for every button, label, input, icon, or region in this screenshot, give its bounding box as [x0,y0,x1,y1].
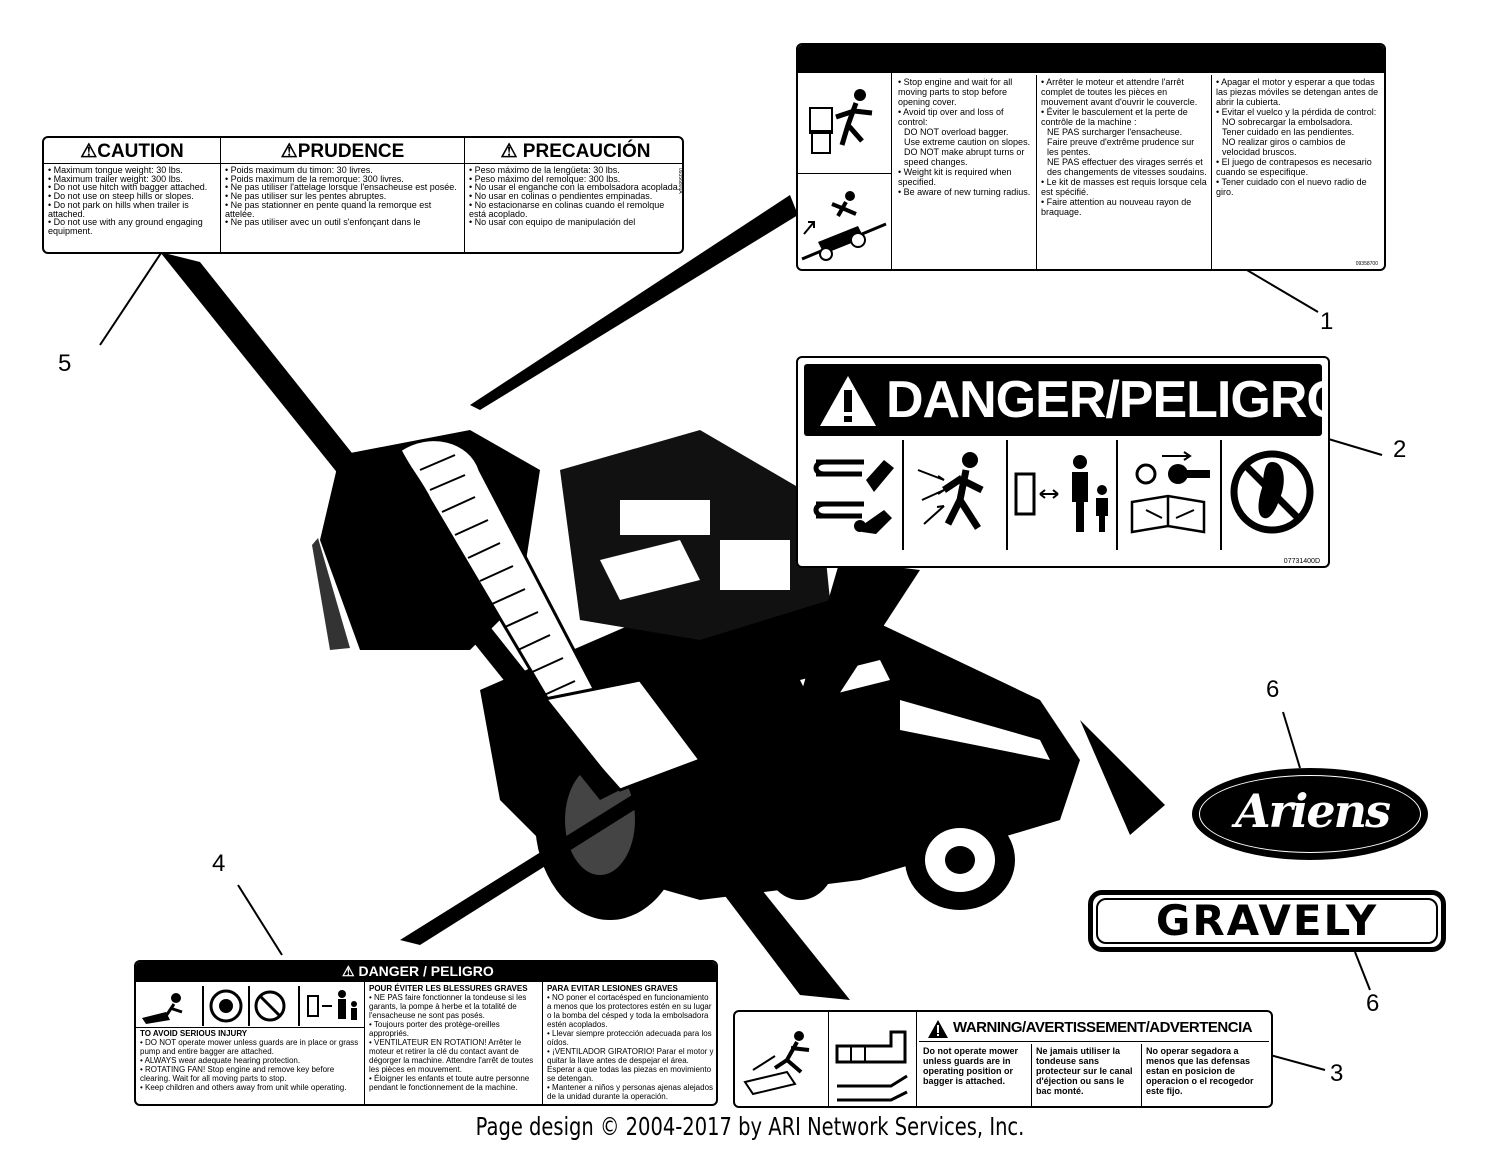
decal-1-spanish-column: • Apagar el motor y esperar a que todas … [1211,75,1384,269]
leader-line-6b [1354,951,1371,991]
warning-triangle-icon [820,376,876,426]
ariens-logo-text: Ariens [1234,784,1391,838]
decal-5-spanish-column: • Peso máximo de la lengüeta: 30 lbs.• P… [464,164,683,252]
decal-5-caution: ⚠CAUTION ⚠PRUDENCE ⚠ PRECAUCIÓN • Maximu… [42,136,684,254]
deflector-hazard-pictogram [743,1031,810,1096]
thrown-object-pictogram [917,452,984,530]
decal-2-title: DANGER/PELIGRO [886,371,1330,429]
gravely-logo-text: GRAVELY [1155,896,1379,945]
callout-6-gravely: 6 [1366,990,1380,1017]
leader-wedge-decal-5 [160,252,620,800]
callout-4: 4 [212,850,226,877]
gravely-logo: GRAVELY [1088,890,1446,952]
callout-5: 5 [58,350,72,377]
decal-3-warning: WARNING/AVERTISSEMENT/ADVERTENCIA Do not… [733,1010,1273,1108]
decal-3-title-bar: WARNING/AVERTISSEMENT/ADVERTENCIA [919,1016,1269,1042]
caution-heading: CAUTION [97,141,184,162]
decal-4-title: DANGER / PELIGRO [358,963,494,979]
decal-5-english-column: • Maximum tongue weight: 30 lbs.• Maximu… [48,165,208,236]
leader-line-5 [99,246,166,346]
pinch-hazard-pictogram [809,89,873,154]
warning-triangle-icon [928,1020,948,1038]
leader-wedge-decal-1 [470,195,798,410]
warning-triangle-icon: ⚠ [500,141,518,162]
hand-cut-pictogram [813,459,894,534]
guard-position-pictogram [835,1030,908,1102]
decal-3-english: Do not operate mower unless guards are i… [923,1046,1019,1086]
callout-2: 2 [1393,436,1407,463]
leader-wedge-decal-3 [660,800,850,1000]
leader-wedge-decal-6 [1080,720,1165,835]
no-step-pictogram [1230,450,1314,534]
leader-line-4 [237,884,283,956]
decal-3-spanish: No operar segadora a menos que las defen… [1141,1044,1269,1106]
leader-line-3 [1269,1054,1326,1071]
decal-3-french: Ne jamais utiliser la tondeuse sans prot… [1031,1044,1141,1106]
copyright-footer: Page design © 2004-2017 by ARI Network S… [475,1112,1025,1141]
decal-5-french-column: • Poids maximum du timon: 30 livres.• Po… [220,164,464,252]
callout-1: 1 [1320,308,1334,335]
discharge-hose [398,438,603,722]
leader-wedge-decal-2 [770,560,920,800]
leader-wedge-decal-4 [400,790,650,945]
decal-2-part-number: 07731400D [1283,558,1320,565]
decal-4-title-bar: ⚠ DANGER / PELIGRO [136,962,716,982]
decal-5-part-number: 09356800A [677,168,683,194]
ariens-logo: Ariens [1192,768,1428,860]
decal-2-danger: DANGER/PELIGRO [796,356,1330,568]
prudence-heading: PRUDENCE [297,141,405,162]
decal-4-pictograms [142,986,357,1026]
callout-6-ariens: 6 [1266,676,1280,703]
decal-1-part-number: 09358700 [1355,261,1378,267]
decal-4-danger: ⚠ DANGER / PELIGRO TO AVOID SERIOUS INJU… [134,960,718,1106]
warning-triangle-icon: ⚠ [280,141,298,162]
tip-over-pictogram [801,191,887,261]
decal-1-bagger-warning: • Stop engine and wait for all moving pa… [796,43,1386,271]
keep-away-pictogram [1014,455,1108,532]
precaucion-heading: PRECAUCIÓN [522,141,651,162]
remove-key-read-manual-pictogram [1130,451,1210,534]
warning-triangle-icon: ⚠ [342,963,355,979]
warning-triangle-icon: ⚠ [80,141,98,162]
leader-line-1 [1234,262,1319,313]
decal-4-french-column: POUR ÉVITER LES BLESSURES GRAVES • NE PA… [364,982,542,1104]
decal-1-english-column: • Stop engine and wait for all moving pa… [898,77,1031,197]
decal-4-spanish-column: PARA EVITAR LESIONES GRAVES • NO poner e… [542,982,716,1104]
leader-line-6a [1282,711,1301,769]
decal-3-title: WARNING/AVERTISSEMENT/ADVERTENCIA [953,1019,1253,1036]
decal-1-french-column: • Arrêter le moteur et attendre l'arrêt … [1036,75,1211,269]
decal-2-title-bar: DANGER/PELIGRO [804,364,1328,436]
decal-4-english-heading: TO AVOID SERIOUS INJURY [140,1029,248,1038]
decal-1-header-bar [798,45,1384,73]
callout-3: 3 [1330,1060,1344,1087]
